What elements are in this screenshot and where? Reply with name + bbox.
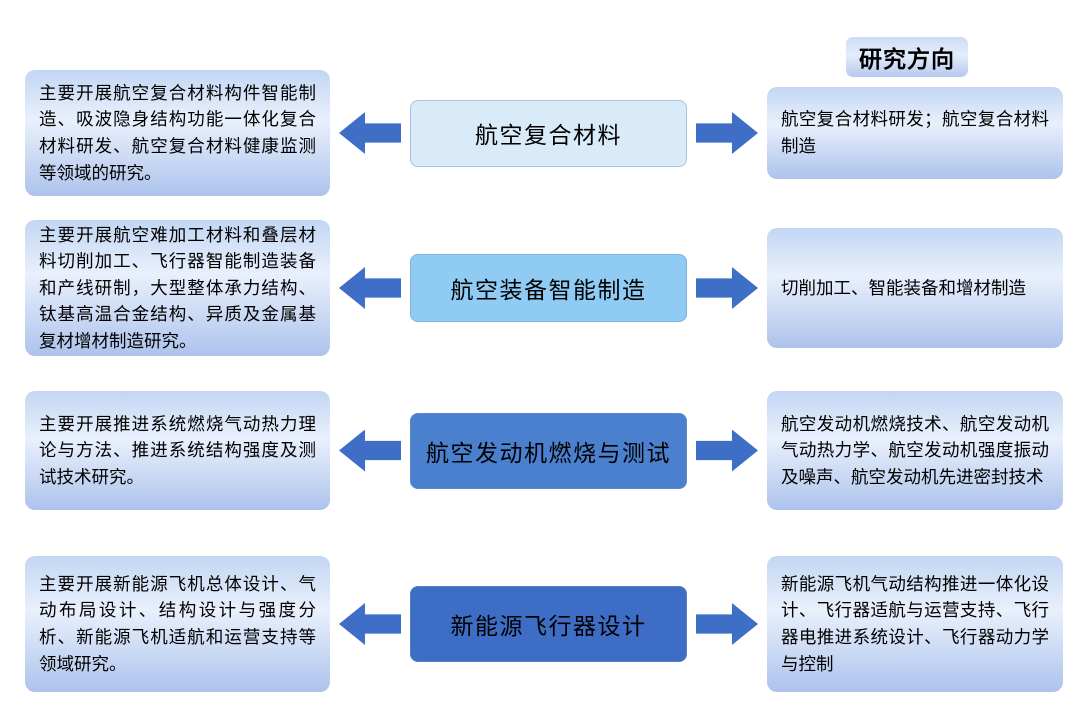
right-arrow-icon [696,267,758,309]
directions-box: 切削加工、智能装备和增材制造 [767,228,1063,348]
left-arrow-icon [339,112,401,154]
left-arrow-icon [339,603,401,645]
description-box: 主要开展航空难加工材料和叠层材料切削加工、飞行器智能制造装备和产线研制，大型整体… [25,220,330,356]
right-arrow-icon [696,112,758,154]
description-box: 主要开展推进系统燃烧气动热力理论与方法、推进系统结构强度及测试技术研究。 [25,391,330,510]
category-box: 航空装备智能制造 [410,254,687,322]
description-box: 主要开展新能源飞机总体设计、气动布局设计、结构设计与强度分析、新能源飞机适航和运… [25,556,330,692]
right-arrow-icon [696,429,758,472]
left-arrow-icon [339,429,401,472]
category-box: 航空复合材料 [410,99,687,167]
research-area-row-4: 主要开展新能源飞机总体设计、气动布局设计、结构设计与强度分析、新能源飞机适航和运… [25,556,1063,692]
description-box: 主要开展航空复合材料构件智能制造、吸波隐身结构功能一体化复合材料研发、航空复合材… [25,70,330,196]
right-arrow-icon [696,603,758,645]
research-area-row-2: 主要开展航空难加工材料和叠层材料切削加工、飞行器智能制造装备和产线研制，大型整体… [25,220,1063,356]
page-title: 研究方向 [846,37,968,77]
category-box: 航空发动机燃烧与测试 [410,412,687,489]
directions-box: 航空发动机燃烧技术、航空发动机气动热力学、航空发动机强度振动及噪声、航空发动机先… [767,391,1063,510]
directions-box: 新能源飞机气动结构推进一体化设计、飞行器适航与运营支持、飞行器电推进系统设计、飞… [767,556,1063,692]
research-area-row-1: 主要开展航空复合材料构件智能制造、吸波隐身结构功能一体化复合材料研发、航空复合材… [25,70,1063,196]
directions-box: 航空复合材料研发；航空复合材料制造 [767,87,1063,179]
category-box: 新能源飞行器设计 [410,586,687,662]
research-area-row-3: 主要开展推进系统燃烧气动热力理论与方法、推进系统结构强度及测试技术研究。 航空发… [25,391,1063,510]
left-arrow-icon [339,267,401,309]
